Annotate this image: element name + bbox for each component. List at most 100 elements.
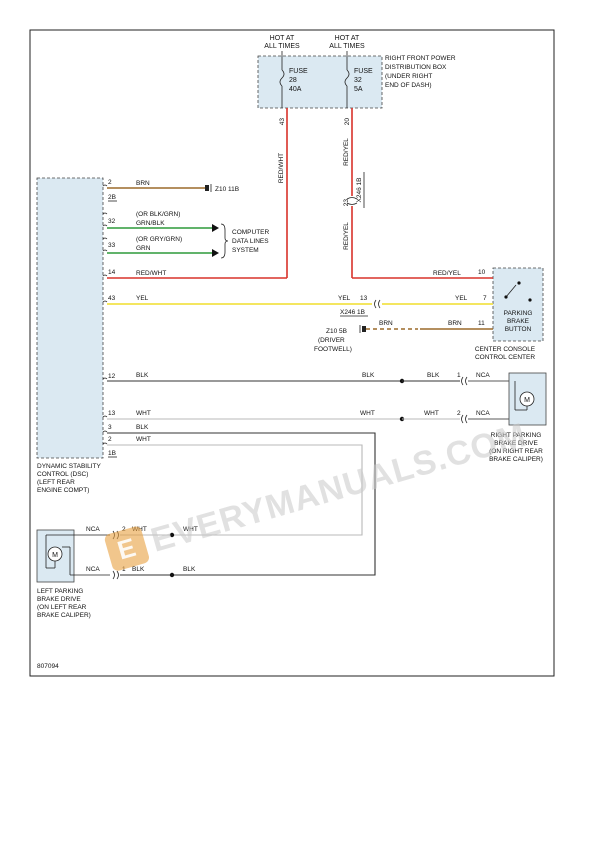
right-drive-label-4: BRAKE CALIPER) bbox=[489, 456, 543, 463]
right-drive-label-1: RIGHT PARKING bbox=[491, 432, 542, 439]
fuse-32-element bbox=[344, 69, 350, 87]
dsc-pin-32: 32 bbox=[108, 218, 116, 225]
right-wht-label-a: WHT bbox=[360, 410, 375, 417]
blk-left-label: BLK bbox=[136, 424, 149, 431]
dsc-pin-33: 33 bbox=[108, 242, 116, 249]
fuse-28-number: 28 bbox=[289, 77, 297, 84]
connector-mark-brn bbox=[102, 184, 108, 187]
dsc-wiring: BRN Z10 11B (OR BLK/GRN) GRN/BLK (OR GRY… bbox=[102, 180, 402, 576]
page-frame bbox=[29, 29, 555, 677]
dsc-pin-1b: 1B bbox=[108, 450, 116, 457]
watermark: E EVERYMANUALS.COM bbox=[104, 416, 531, 571]
hot-at-label-2a: HOT AT bbox=[335, 35, 360, 42]
dsc-module: DYNAMIC STABILITY CONTROL (DSC) (LEFT RE… bbox=[36, 177, 117, 494]
parking-button-location-2: CONTROL CENTER bbox=[475, 354, 535, 361]
fuse-28-element bbox=[279, 69, 285, 87]
red-yel-lower-label: RED/YEL bbox=[343, 222, 350, 250]
dsc-pin-connector-marks bbox=[102, 212, 108, 445]
vertical-feeds: 43 20 RED/WHT RED/YEL X246 1B 23 RED/YEL bbox=[278, 108, 365, 278]
x246-lower-connector-mark bbox=[346, 202, 358, 205]
right-motor-label: M bbox=[524, 397, 530, 404]
dsc-pin-2b: 2B bbox=[108, 194, 116, 201]
parking-button-switch-arm bbox=[505, 284, 517, 298]
parking-button-label-2: BRAKE bbox=[507, 318, 530, 325]
dsc-module-outline bbox=[36, 177, 104, 459]
right-wht-label-b: WHT bbox=[424, 410, 439, 417]
red-yel-upper-label: RED/YEL bbox=[343, 138, 350, 166]
left-drive-label-3: (ON LEFT REAR bbox=[37, 604, 87, 611]
blk-left-drive-wire bbox=[107, 432, 376, 576]
wht-left-drive-wire bbox=[107, 444, 363, 536]
x246-1b-label: X246 1B bbox=[356, 178, 363, 203]
x246-yel-label: YEL bbox=[338, 295, 351, 302]
dsc-pin-12: 12 bbox=[108, 373, 116, 380]
right-drive-label-2: BRAKE DRIVE bbox=[494, 440, 538, 447]
brn-wire-label: BRN bbox=[136, 180, 150, 187]
computer-data-label-1: COMPUTER bbox=[232, 229, 270, 236]
watermark-text: EVERYMANUALS.COM bbox=[147, 416, 531, 560]
left-motor-label: M bbox=[52, 552, 58, 559]
grn-blk-alt-label: (OR BLK/GRN) bbox=[136, 211, 180, 218]
parking-button-contact-1 bbox=[504, 295, 508, 299]
dsc-pin-14: 14 bbox=[108, 269, 116, 276]
dsc-pin-3: 3 bbox=[108, 424, 112, 431]
grn-blk-label: GRN/BLK bbox=[136, 220, 165, 227]
ground-z10-5b-note-1: (DRIVER bbox=[318, 337, 345, 344]
dsc-pin-2-lower: 2 bbox=[108, 436, 112, 443]
data-lines-brace bbox=[220, 223, 229, 259]
x246-name-label: X246 1B bbox=[340, 309, 365, 316]
left-pin-1: 1 bbox=[122, 566, 126, 573]
grn-label: GRN bbox=[136, 245, 151, 252]
parking-button-contact-3 bbox=[528, 298, 532, 302]
dsc-label-1: DYNAMIC STABILITY bbox=[37, 463, 101, 470]
dsc-pin-2: 2 bbox=[108, 179, 112, 186]
ground-z10-11b-label: Z10 11B bbox=[215, 186, 239, 193]
grn-alt-label: (OR GRY/GRN) bbox=[136, 236, 182, 243]
left-nca-1: NCA bbox=[86, 526, 100, 533]
red-yel-button-label: RED/YEL bbox=[433, 270, 461, 277]
x246-upper-connector-mark bbox=[346, 197, 358, 200]
brn-button-label: BRN bbox=[448, 320, 462, 327]
blk-dsc-label: BLK bbox=[136, 372, 149, 379]
button-pin-11: 11 bbox=[478, 320, 485, 327]
grn-arrow bbox=[212, 249, 219, 257]
right-nca-1: NCA bbox=[476, 372, 490, 379]
wht-left-label: WHT bbox=[136, 436, 151, 443]
parking-button-contact-2 bbox=[517, 281, 521, 285]
left-pin-2: 2 bbox=[122, 526, 126, 533]
distribution-box-label-3: (UNDER RIGHT bbox=[385, 73, 432, 80]
x246-yel-connector-mark bbox=[374, 299, 381, 309]
parking-button-label-1: PARKING bbox=[504, 310, 533, 317]
left-wht-label-b: WHT bbox=[183, 526, 198, 533]
computer-data-label-3: SYSTEM bbox=[232, 247, 259, 254]
yel-button-label: YEL bbox=[455, 295, 468, 302]
left-blk-label-a: BLK bbox=[132, 566, 145, 573]
parking-button-location-1: CENTER CONSOLE bbox=[475, 346, 536, 353]
right-blk-label-a: BLK bbox=[362, 372, 375, 379]
left-drive-label-2: BRAKE DRIVE bbox=[37, 596, 81, 603]
left-wht-splice bbox=[169, 532, 175, 538]
dsc-label-4: ENGINE COMPT) bbox=[37, 487, 89, 494]
left-blk-splice bbox=[169, 572, 175, 578]
right-blk-label-b: BLK bbox=[427, 372, 440, 379]
watermark-badge-icon bbox=[104, 526, 150, 571]
button-pin-10: 10 bbox=[478, 269, 486, 276]
right-pin-2: 2 bbox=[457, 410, 461, 417]
fuse-32-rating: 5A bbox=[354, 86, 363, 93]
figure-id: 807094 bbox=[37, 663, 59, 670]
ground-z10-5b-note-2: FOOTWELL) bbox=[314, 346, 352, 353]
distribution-box-label-1: RIGHT FRONT POWER bbox=[385, 55, 456, 62]
distribution-box-label-4: END OF DASH) bbox=[385, 82, 432, 89]
grn-blk-arrow bbox=[212, 224, 219, 232]
left-blk-label-b: BLK bbox=[183, 566, 196, 573]
right-pin2-connector bbox=[461, 414, 468, 424]
parking-button-label-3: BUTTON bbox=[505, 326, 532, 333]
dsc-pin-13: 13 bbox=[108, 410, 116, 417]
distribution-box-label-2: DISTRIBUTION BOX bbox=[385, 64, 447, 71]
parking-button-outline bbox=[492, 267, 544, 342]
right-nca-2: NCA bbox=[476, 410, 490, 417]
fuse-32-number: 32 bbox=[354, 77, 362, 84]
left-nca-2: NCA bbox=[86, 566, 100, 573]
left-pin1-connector bbox=[112, 570, 119, 580]
